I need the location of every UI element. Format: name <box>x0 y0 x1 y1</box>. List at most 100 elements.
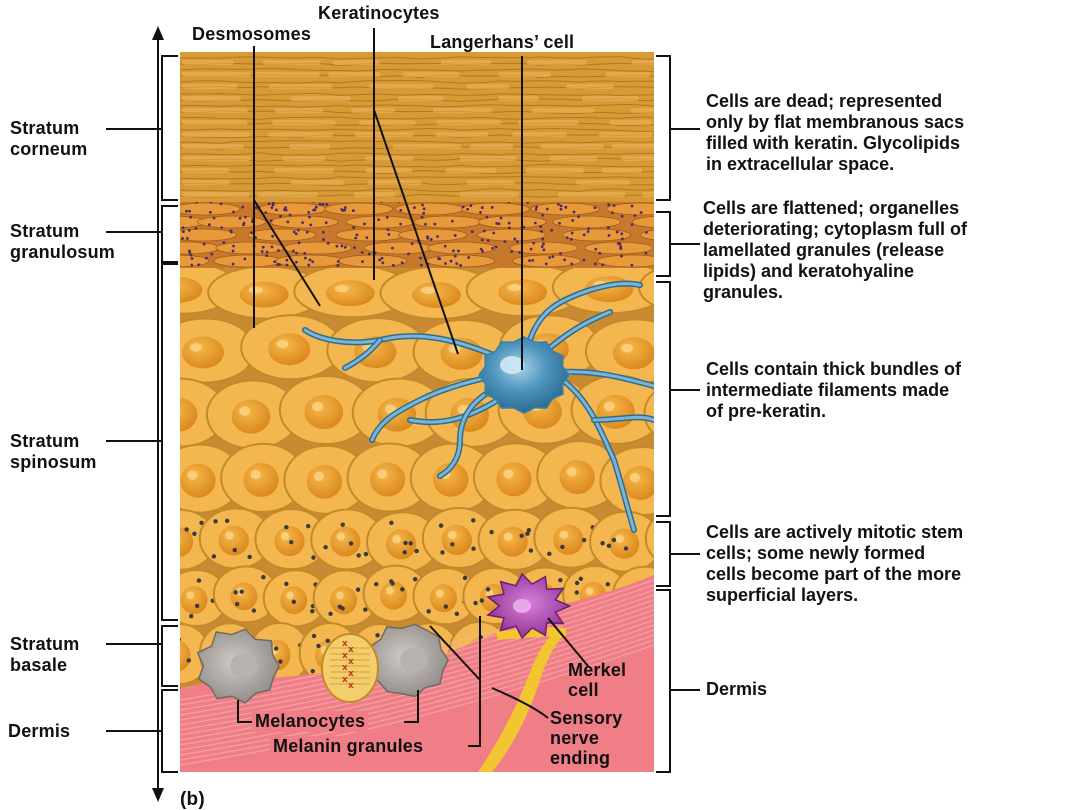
keratohyaline-granule <box>271 235 274 238</box>
corneum-sac <box>558 192 625 197</box>
corneum-sac <box>182 96 241 101</box>
corneum-sac <box>403 72 460 77</box>
melanin-granule <box>529 548 533 552</box>
melanin-granule <box>681 629 685 633</box>
melanin-granule <box>450 542 454 546</box>
keratinocyte <box>95 446 179 514</box>
melanin-granule <box>292 600 296 604</box>
keratohyaline-granule <box>295 261 298 264</box>
keratohyaline-granule <box>188 251 191 254</box>
nucleus <box>107 529 137 559</box>
keratohyaline-granule <box>542 242 545 245</box>
melanin-granule <box>278 659 282 663</box>
keratohyaline-granule <box>462 206 465 209</box>
keratohyaline-granule <box>352 209 355 212</box>
keratohyaline-granule <box>470 204 473 207</box>
nucleus-highlight <box>276 340 288 349</box>
keratohyaline-granule <box>242 223 245 226</box>
nucleus <box>232 400 271 434</box>
melanin-granule <box>700 586 704 590</box>
keratohyaline-granule <box>644 252 647 255</box>
keratohyaline-granule <box>540 230 543 233</box>
keratohyaline-granule <box>421 216 424 219</box>
right-bracket <box>656 522 670 586</box>
desc-line: only by flat membranous sacs <box>706 112 964 133</box>
keratohyaline-granule <box>190 254 193 257</box>
melanin-granule <box>656 633 660 637</box>
nucleus-highlight <box>93 405 104 415</box>
keratohyaline-granule <box>559 252 562 255</box>
nucleus-highlight <box>336 592 344 600</box>
keratohyaline-granule <box>571 219 574 222</box>
nucleus <box>116 638 141 668</box>
nucleus <box>230 582 257 610</box>
nucleus-highlight <box>76 282 90 289</box>
keratohyaline-granule <box>319 203 322 206</box>
corneum-sac <box>518 120 579 125</box>
nucleus <box>307 465 342 499</box>
keratinocyte <box>100 621 160 681</box>
melanin-granule <box>439 523 443 527</box>
corneum-sac <box>365 168 412 173</box>
keratohyaline-granule <box>314 208 317 211</box>
melanin-granule <box>656 530 660 534</box>
nucleus-highlight <box>377 469 387 479</box>
keratohyaline-granule <box>543 248 546 251</box>
melanin-granule <box>192 532 196 536</box>
desc-line: of pre-keratin. <box>706 401 961 422</box>
corneum-sac <box>272 120 336 125</box>
nucleus-highlight <box>286 591 294 599</box>
left-bracket <box>162 264 178 620</box>
melanin-granule <box>349 541 353 545</box>
corneum-sac <box>621 156 684 161</box>
keratohyaline-granule <box>386 216 389 219</box>
corneum-sac <box>182 156 251 161</box>
callout-melanin-granules: Melanin granules <box>270 736 426 757</box>
granular-cell <box>640 229 708 241</box>
keratohyaline-granule <box>433 223 436 226</box>
label-line: Stratum <box>10 431 97 452</box>
keratohyaline-granule <box>594 206 597 209</box>
corneum-sac <box>268 132 333 137</box>
nucleus-highlight <box>507 284 521 291</box>
melanin-granule <box>252 608 256 612</box>
melanin-granule <box>624 546 628 550</box>
nucleus-highlight <box>586 587 594 595</box>
keratohyaline-granule <box>577 215 580 218</box>
keratohyaline-granule <box>560 205 563 208</box>
corneum-sac <box>433 108 492 113</box>
melanin-granule <box>463 576 467 580</box>
keratohyaline-granule <box>250 231 253 234</box>
keratohyaline-granule <box>205 257 208 260</box>
melanin-granule <box>656 597 660 601</box>
nucleus-highlight <box>567 467 577 477</box>
corneum-sac <box>611 144 665 149</box>
right-bracket <box>656 282 670 516</box>
keratohyaline-granule <box>341 209 344 212</box>
desc-line: lipids) and keratohyaline <box>703 261 967 282</box>
keratohyaline-granule <box>424 223 427 226</box>
label-dermis-left: Dermis <box>8 721 70 742</box>
cell-body <box>36 262 152 314</box>
melanin-granule <box>240 589 244 593</box>
keratohyaline-granule <box>607 226 610 229</box>
nucleus <box>497 527 527 557</box>
keratohyaline-granule <box>423 207 426 210</box>
melanin-granule <box>138 604 142 608</box>
melanin-granule <box>519 534 523 538</box>
keratohyaline-granule <box>301 221 304 224</box>
melanocyte-nucleus <box>400 648 428 672</box>
corneum-sac <box>182 180 230 185</box>
nucleus-highlight <box>621 344 633 353</box>
melanin-granule <box>558 578 562 582</box>
keratohyaline-granule <box>487 239 490 242</box>
granular-cell <box>248 229 316 241</box>
nucleus-highlight <box>677 405 688 415</box>
granular-cell <box>172 203 240 215</box>
keratohyaline-granule <box>353 246 356 249</box>
keratohyaline-granule <box>399 223 402 226</box>
keratohyaline-granule <box>613 204 616 207</box>
callout-keratinocytes: Keratinocytes <box>318 3 440 24</box>
callout-line: cell <box>568 680 626 700</box>
keratohyaline-granule <box>528 259 531 262</box>
